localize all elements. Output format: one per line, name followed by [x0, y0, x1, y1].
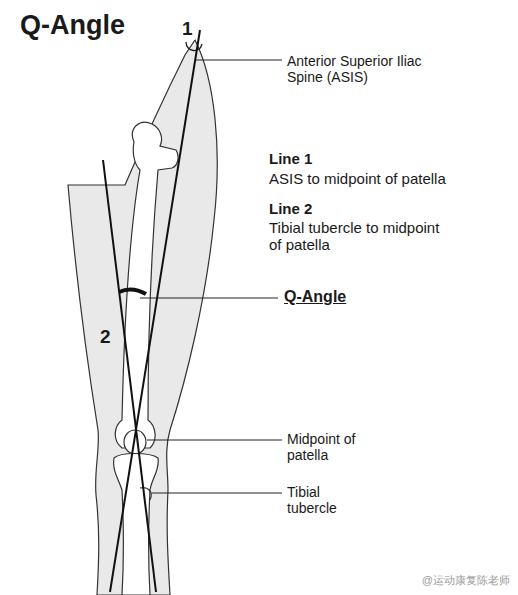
part-label: Midpoint of patella [287, 431, 377, 463]
leader-line [152, 493, 282, 494]
line-description: ASIS to midpoint of patella [269, 170, 446, 187]
asis-mark [186, 42, 202, 51]
line-description: Tibial tubercle to midpoint of patella [269, 219, 454, 254]
part-label: Anterior Superior Iliac Spine (ASIS) [287, 53, 437, 85]
leader-line [147, 440, 282, 441]
part-label: Tibial tubercle [287, 484, 367, 516]
callout-number: 1 [180, 18, 195, 40]
q-angle-arc [119, 289, 146, 294]
line-2 [103, 160, 156, 592]
leader-line [140, 298, 278, 299]
line-heading: Line 2 [269, 200, 312, 217]
leg-outline [68, 40, 217, 595]
title: Q-Angle [20, 10, 125, 41]
line-heading: Line 1 [269, 150, 312, 167]
tibial-tubercle-mark [140, 488, 151, 500]
angle-label: Q-Angle [284, 288, 346, 306]
callout-number: 2 [100, 326, 111, 348]
watermark: @运动康复陈老师 [422, 574, 510, 587]
femur [115, 122, 178, 448]
leader-line [196, 60, 282, 61]
line-1 [110, 30, 200, 592]
